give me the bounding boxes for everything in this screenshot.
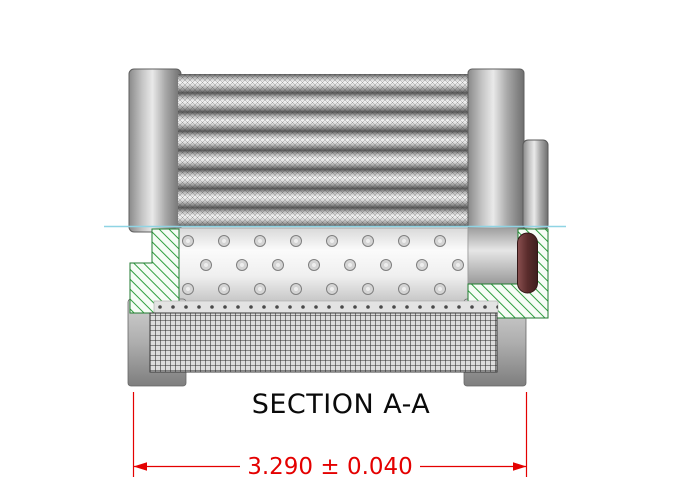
core-tube-perforations: [176, 228, 468, 302]
dimension-arrow-left: [133, 462, 147, 471]
end-cap-right-upper: [467, 68, 549, 231]
section-label: SECTION A-A: [252, 389, 431, 420]
end-cap-right-spigot: [467, 227, 519, 285]
perforated-strip: [153, 300, 499, 314]
dimension-text: 3.290 ± 0.040: [247, 454, 413, 480]
pleat-mesh-texture: [178, 74, 468, 227]
perforated-core-tube: [175, 227, 469, 303]
end-cap-right-main: [467, 68, 525, 231]
filter-media-pleats: [178, 74, 468, 227]
end-cap-left-upper: [128, 68, 182, 233]
perforated-strip-holes: [154, 301, 498, 313]
dimension-arrow-right: [513, 462, 527, 471]
mesh-screen: [149, 312, 498, 373]
dimension: 3.290 ± 0.040: [132, 392, 528, 480]
end-cap-left-section-hatch: [129, 228, 180, 314]
end-cap-right-step: [522, 139, 549, 231]
oring-seal: [517, 232, 538, 294]
